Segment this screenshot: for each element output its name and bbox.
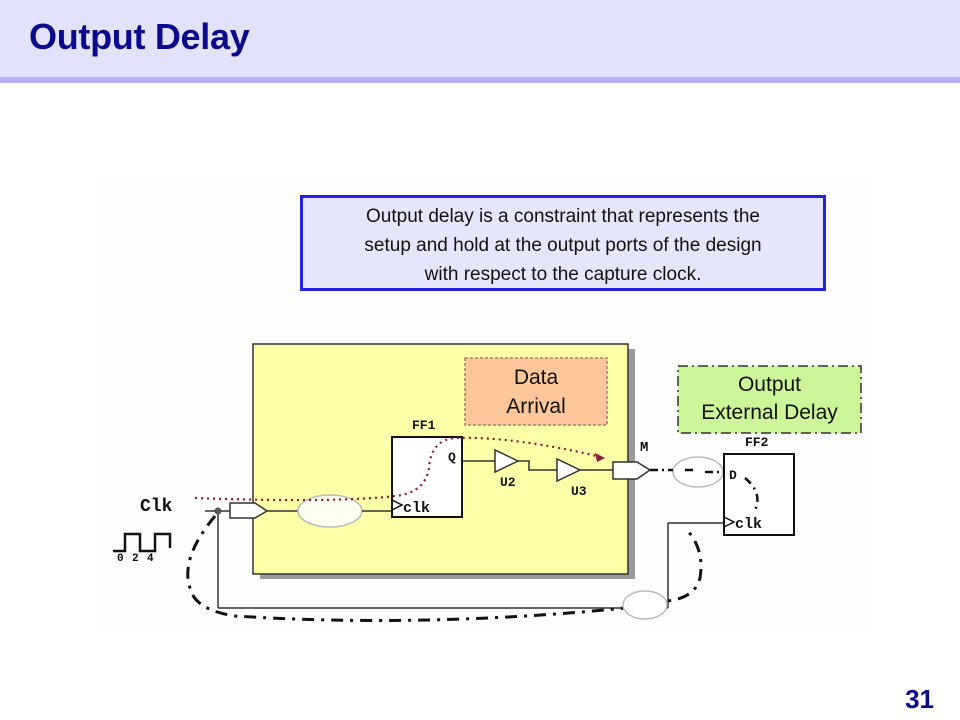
output-port-m (612, 461, 652, 480)
title-bar (0, 0, 960, 77)
ff1-q-pin: Q (448, 450, 456, 465)
clk-junction (214, 507, 222, 515)
title-underline (0, 77, 960, 83)
output-external-delay-label: Output External Delay (678, 366, 861, 433)
buffer-u3-label: U3 (571, 484, 587, 499)
ff2-d-pin: D (729, 468, 737, 483)
ff2-label: FF2 (745, 435, 769, 450)
ff1-label: FF1 (412, 418, 436, 433)
buffer-u2 (494, 448, 520, 474)
external-delay-cloud (672, 456, 724, 488)
clock-tick-2: 2 (132, 553, 139, 565)
ff1-box (391, 436, 463, 518)
data-arrival-box (464, 357, 608, 426)
ff2-box (723, 453, 795, 536)
buffer-u3 (556, 457, 582, 483)
ff1-clk-pin: clk (403, 500, 431, 517)
description-line-3: with respect to the capture clock. (424, 264, 702, 285)
data-arrival-line-2: Arrival (506, 395, 566, 418)
capture-clock-cloud (622, 590, 668, 620)
data-arrival-arrowhead-icon (595, 453, 605, 462)
ff2-clk-triangle (723, 516, 736, 528)
capture-clock-path (186, 515, 703, 622)
description-line-2: setup and hold at the output ports of th… (364, 235, 762, 256)
external-data-path (650, 468, 725, 474)
slide-title: Output Delay (29, 16, 250, 57)
clock-tick-4: 4 (147, 553, 154, 565)
ff1-clk-triangle (391, 499, 404, 511)
page-number: 31 (905, 684, 934, 714)
circuit-svg (113, 343, 862, 622)
clk-label: Clk (140, 497, 173, 517)
output-port-m-label: M (640, 440, 649, 456)
output-delay-diagram: Output delay is a constraint that repres… (95, 178, 871, 630)
external-delay-line-2: External Delay (701, 401, 838, 424)
description-line-1: Output delay is a constraint that repres… (366, 206, 760, 227)
buffer-u2-label: U2 (500, 475, 516, 490)
external-delay-line-1: Output (737, 373, 802, 396)
data-arrival-line-1: Data (513, 366, 559, 389)
description-box: Output delay is a constraint that repres… (300, 195, 826, 291)
ff2-clk-pin: clk (735, 516, 763, 533)
clock-waveform-icon (113, 532, 172, 553)
data-arrival-label: Data Arrival (465, 358, 607, 425)
output-external-delay-box (677, 365, 862, 434)
data-arrival-path (194, 436, 606, 502)
clk-input-port (229, 502, 269, 519)
clock-tick-0: 0 (117, 553, 124, 565)
